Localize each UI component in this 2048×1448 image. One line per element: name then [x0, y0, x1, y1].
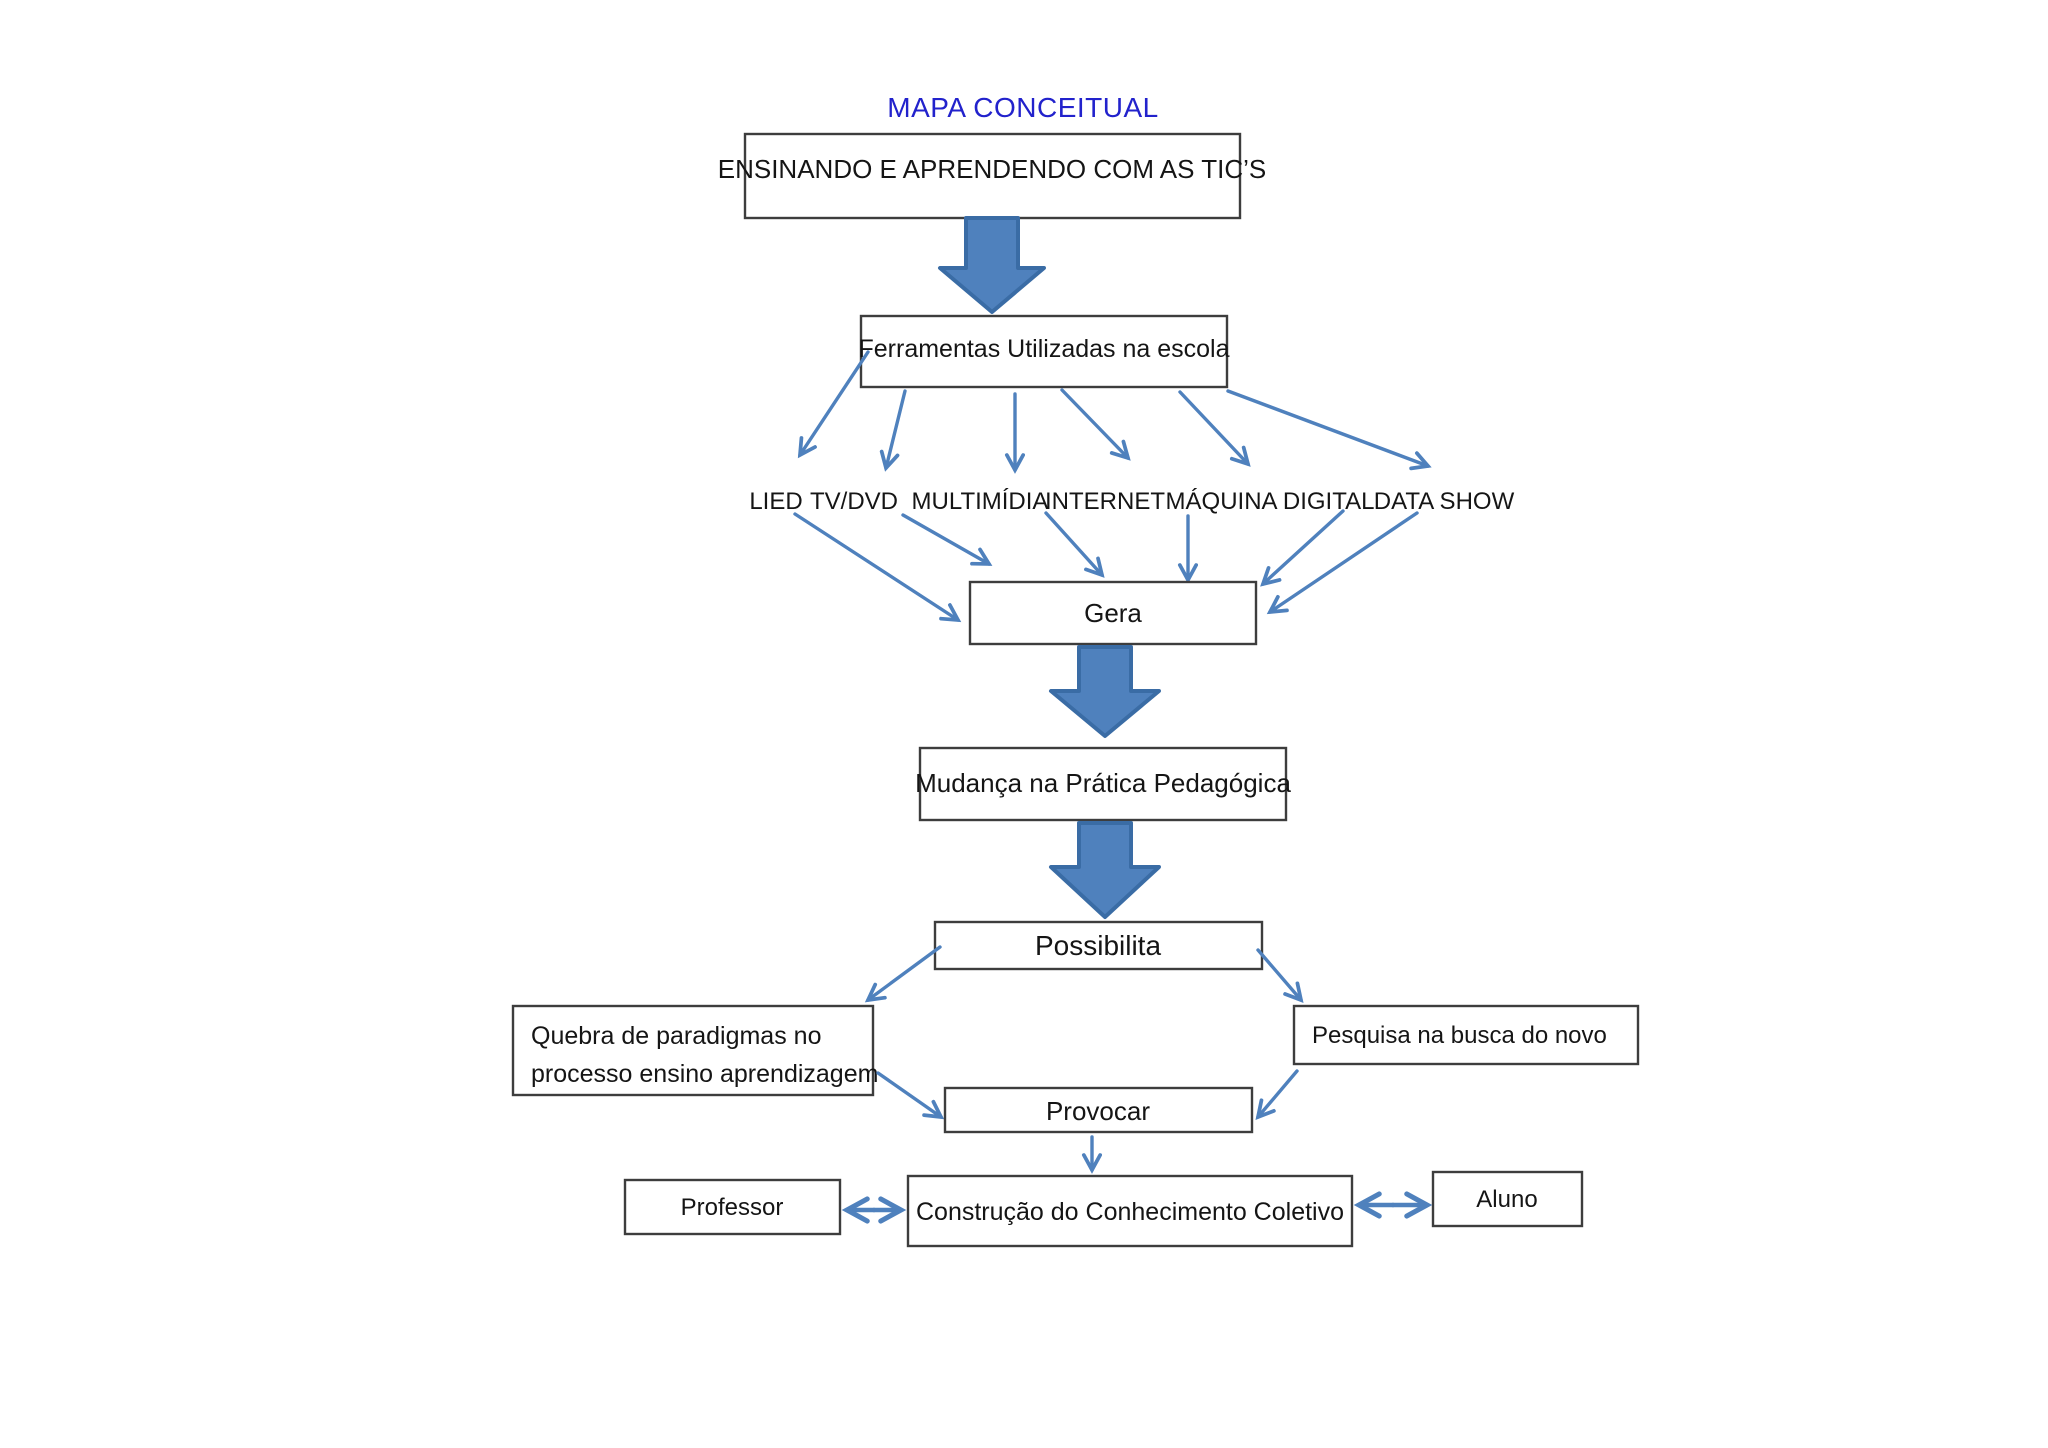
tool-label-data-show: DATA SHOW [1374, 488, 1515, 515]
down-block-arrow-3 [1049, 821, 1161, 919]
arrow-ferramentas-to-maquina-digital [1178, 390, 1251, 467]
down-block-arrow-1 [938, 216, 1046, 314]
tool-label-maquina-digital: MÁQUINA DIGITAL [1166, 488, 1375, 515]
ferramentas-box [859, 314, 1229, 389]
node-pesquisa: Pesquisa na busca do novo [1292, 1004, 1640, 1066]
node-quebra: Quebra de paradigmas no processo ensino … [511, 1004, 878, 1097]
pesquisa-label: Pesquisa na busca do novo [1312, 1022, 1607, 1049]
arrow-digital-to-gera [1260, 509, 1345, 587]
tool-label-multimidia: MULTIMÍDIA [912, 488, 1049, 515]
arrow-tvdvd-to-gera [901, 513, 993, 566]
node-aluno: Aluno [1431, 1170, 1584, 1228]
page-title: MAPA CONCEITUAL [887, 92, 1158, 123]
tool-label-lied: LIED [749, 488, 802, 515]
arrow-quebra-to-provocar [876, 1071, 945, 1120]
arrow-lied-to-gera [793, 512, 962, 623]
professor-box [623, 1178, 842, 1236]
arrow-multimidia-to-gera [1044, 511, 1105, 578]
arrow-ferramentas-to-lied [797, 350, 870, 459]
mudanca-box [918, 746, 1288, 822]
arrow-pesquisa-to-provocar [1255, 1069, 1299, 1120]
quebra-label-line1: Quebra de paradigmas no [531, 1022, 821, 1050]
tool-label-tvdvd: TV/DVD [810, 488, 898, 515]
aluno-label: Aluno [1476, 1186, 1537, 1213]
mudanca-label: Mudança na Prática Pedagógica [915, 768, 1291, 798]
gera-box [968, 580, 1258, 646]
arrow-ferramentas-to-internet [1060, 388, 1131, 461]
arrow-possibilita-to-pesquisa [1256, 948, 1304, 1003]
node-main-topic: ENSINANDO E APRENDENDO COM AS TIC’S [718, 132, 1267, 220]
arrow-ferramentas-to-data-show [1226, 389, 1432, 471]
node-professor: Professor [623, 1178, 842, 1236]
aluno-box [1431, 1170, 1584, 1228]
construcao-label: Construção do Conhecimento Coletivo [916, 1198, 1344, 1226]
arrow-possibilita-to-quebra [864, 945, 942, 1003]
node-construcao: Construção do Conhecimento Coletivo [906, 1174, 1354, 1248]
main-topic-label: ENSINANDO E APRENDENDO COM AS TIC’S [718, 154, 1267, 184]
quebra-box [511, 1004, 875, 1097]
provocar-box [943, 1086, 1254, 1134]
provocar-label: Provocar [1046, 1096, 1150, 1126]
node-provocar: Provocar [943, 1086, 1254, 1134]
possibilita-label: Possibilita [1035, 930, 1161, 961]
possibilita-box [933, 920, 1264, 971]
professor-label: Professor [681, 1194, 784, 1221]
ferramentas-label: Ferramentas Utilizadas na escola [859, 335, 1230, 363]
quebra-label-line2: processo ensino aprendizagem [531, 1060, 878, 1088]
node-mudanca: Mudança na Prática Pedagógica [915, 746, 1291, 822]
construcao-box [906, 1174, 1354, 1248]
down-block-arrow-2 [1049, 645, 1161, 738]
tool-label-internet: INTERNET [1045, 488, 1165, 515]
pesquisa-box [1292, 1004, 1640, 1066]
main-topic-box [743, 132, 1242, 220]
node-ferramentas: Ferramentas Utilizadas na escola [859, 314, 1230, 389]
arrow-ferramentas-to-tvdvd [879, 389, 907, 472]
node-gera: Gera [968, 580, 1258, 646]
node-possibilita: Possibilita [933, 920, 1264, 971]
gera-label: Gera [1084, 598, 1142, 628]
arrow-data-show-to-gera [1266, 511, 1419, 615]
